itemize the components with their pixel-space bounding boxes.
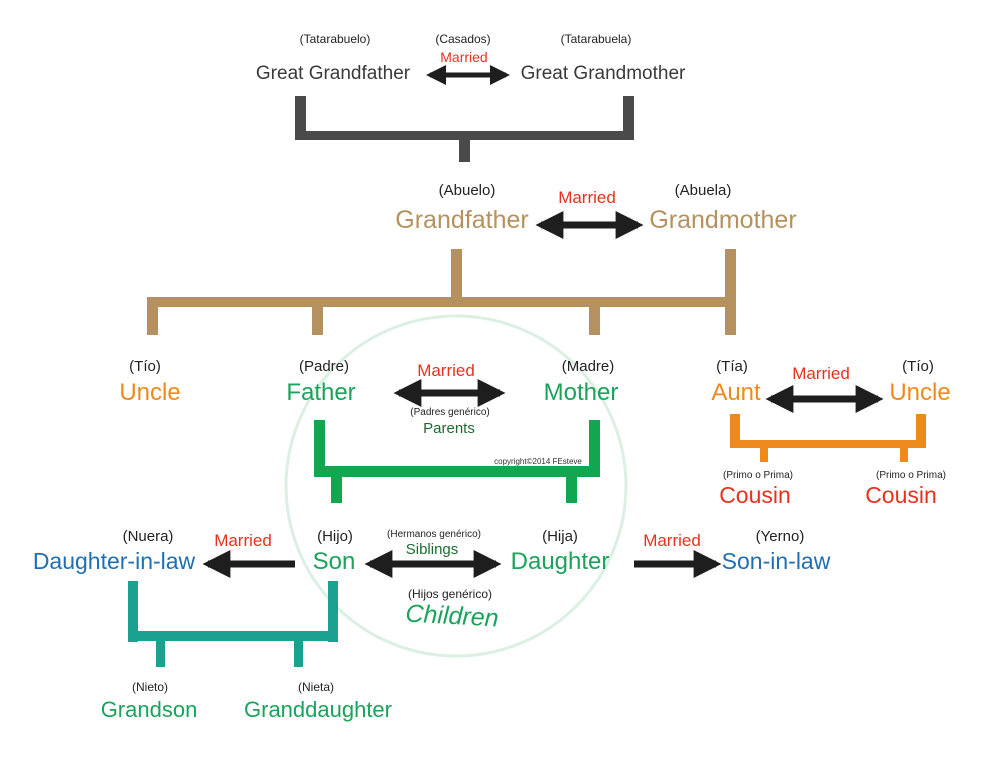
granddaughter-label: Granddaughter: [244, 697, 392, 722]
great-grandparents-bracket: [295, 96, 634, 162]
aunt-uncle-married-label: Married: [792, 364, 850, 383]
grandmother-label: Grandmother: [649, 206, 797, 234]
parents-generic-spanish-label: (Padres genérico): [410, 407, 490, 418]
grandson-label: Grandson: [100, 697, 198, 722]
aunt-label: Aunt: [711, 379, 761, 406]
uncle-right-spanish-label: (Tío): [902, 358, 934, 375]
granddaughter-spanish-label: (Nieta): [297, 680, 335, 694]
great-grandmother-spanish-label: (Tatarabuela): [560, 32, 632, 46]
yerno-spanish-label: (Yerno): [755, 528, 805, 545]
uncle-left-spanish-label: (Tío): [129, 358, 161, 375]
parents-generic-label: Parents: [423, 420, 475, 437]
son-spanish-label: (Hijo): [317, 528, 353, 545]
parents-married-label: Married: [417, 361, 475, 380]
daughter-label: Daughter: [510, 548, 610, 575]
mother-label: Mother: [543, 379, 619, 406]
casados-label: (Casados): [435, 32, 491, 46]
daughter-spanish-label: (Hija): [542, 528, 578, 545]
son-married-label: Married: [214, 531, 272, 550]
grandfather-label: Grandfather: [395, 206, 529, 234]
son-in-law-label: Son-in-law: [721, 548, 831, 574]
great-grandparents-married-label: Married: [440, 49, 488, 65]
copyright-label: copyright©2014 FEsteve: [494, 457, 582, 466]
aunt-spanish-label: (Tía): [716, 358, 748, 375]
grandparents-bracket: [147, 249, 736, 335]
cousin-left-spanish-label: (Primo o Prima): [722, 470, 794, 481]
great-grandfather-spanish-label: (Tatarabuelo): [299, 32, 371, 46]
grandparents-married-label: Married: [558, 188, 616, 207]
son-label: Son: [312, 548, 356, 575]
grandson-spanish-label: (Nieto): [131, 680, 169, 694]
cousin-right-spanish-label: (Primo o Prima): [875, 470, 947, 481]
son-family-bracket: [128, 581, 338, 667]
grandfather-spanish-label: (Abuelo): [438, 182, 496, 199]
cousin-left-label: Cousin: [719, 482, 791, 508]
cousin-right-label: Cousin: [865, 482, 937, 508]
family-circle: [284, 314, 628, 658]
daughter-in-law-label: Daughter-in-law: [32, 548, 196, 574]
siblings-label: Siblings: [405, 541, 459, 558]
married-arrows: [202, 65, 884, 578]
children-label: Children: [404, 599, 500, 633]
nuera-spanish-label: (Nuera): [122, 528, 174, 545]
grandmother-spanish-label: (Abuela): [674, 182, 732, 199]
siblings-spanish-label: (Hermanos genérico): [387, 529, 481, 540]
father-spanish-label: (Padre): [298, 358, 350, 375]
daughter-married-label: Married: [643, 531, 701, 550]
uncle-right-label: Uncle: [889, 379, 951, 406]
great-grandmother-label: Great Grandmother: [520, 63, 686, 84]
mother-spanish-label: (Madre): [561, 358, 615, 375]
aunt-uncle-bracket: [730, 414, 926, 462]
uncle-left-label: Uncle: [119, 379, 181, 406]
father-label: Father: [286, 379, 356, 406]
great-grandfather-label: Great Grandfather: [255, 63, 411, 84]
children-spanish-label: (Hijos genérico): [407, 587, 493, 601]
parents-bracket: [314, 420, 600, 503]
